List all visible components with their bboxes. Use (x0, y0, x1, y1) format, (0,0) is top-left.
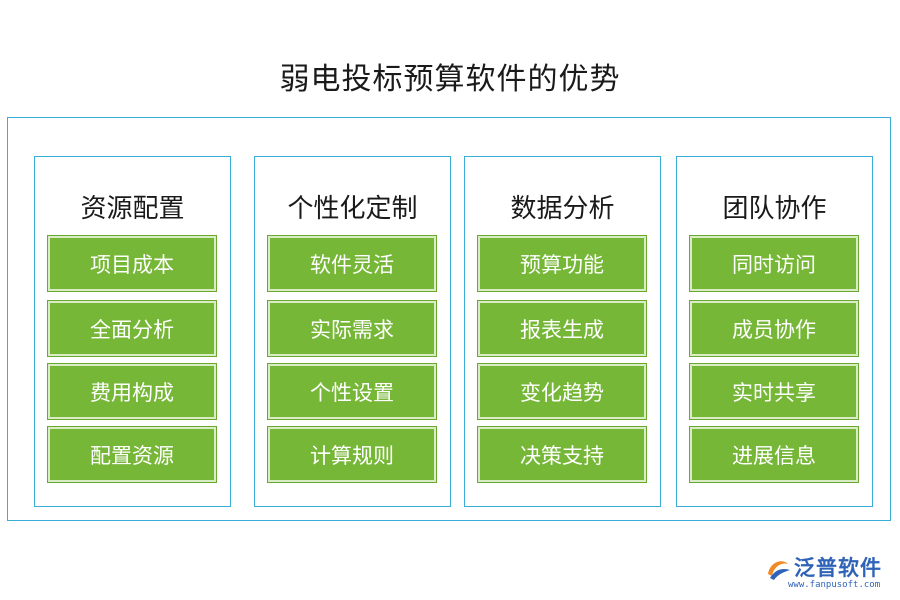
feature-box: 报表生成 (478, 301, 646, 356)
feature-box: 个性设置 (268, 364, 436, 419)
feature-box: 成员协作 (690, 301, 858, 356)
feature-box: 决策支持 (478, 427, 646, 482)
logo-name: 泛普软件 (794, 556, 882, 580)
feature-box: 费用构成 (48, 364, 216, 419)
feature-box: 配置资源 (48, 427, 216, 482)
column-customization: 个性化定制 软件灵活 实际需求 个性设置 计算规则 (254, 156, 451, 507)
feature-box: 实际需求 (268, 301, 436, 356)
brand-logo: 泛普软件 www.fanpusoft.com (764, 552, 894, 594)
page-title: 弱电投标预算软件的优势 (279, 62, 621, 97)
fanpu-logo-icon (768, 561, 790, 580)
feature-box: 全面分析 (48, 301, 216, 356)
column-heading: 数据分析 (510, 194, 615, 224)
feature-box: 计算规则 (268, 427, 436, 482)
column-heading: 个性化定制 (287, 194, 418, 224)
logo-url: www.fanpusoft.com (788, 580, 881, 590)
outer-frame (7, 117, 891, 521)
column-heading: 资源配置 (80, 194, 185, 224)
feature-box: 进展信息 (690, 427, 858, 482)
feature-box: 变化趋势 (478, 364, 646, 419)
feature-box: 预算功能 (478, 236, 646, 291)
feature-box: 同时访问 (690, 236, 858, 291)
column-resource-config: 资源配置 项目成本 全面分析 费用构成 配置资源 (34, 156, 231, 507)
feature-box: 实时共享 (690, 364, 858, 419)
feature-box: 软件灵活 (268, 236, 436, 291)
column-team-collaboration: 团队协作 同时访问 成员协作 实时共享 进展信息 (676, 156, 873, 507)
column-heading: 团队协作 (722, 194, 827, 224)
feature-box: 项目成本 (48, 236, 216, 291)
column-data-analysis: 数据分析 预算功能 报表生成 变化趋势 决策支持 (464, 156, 661, 507)
